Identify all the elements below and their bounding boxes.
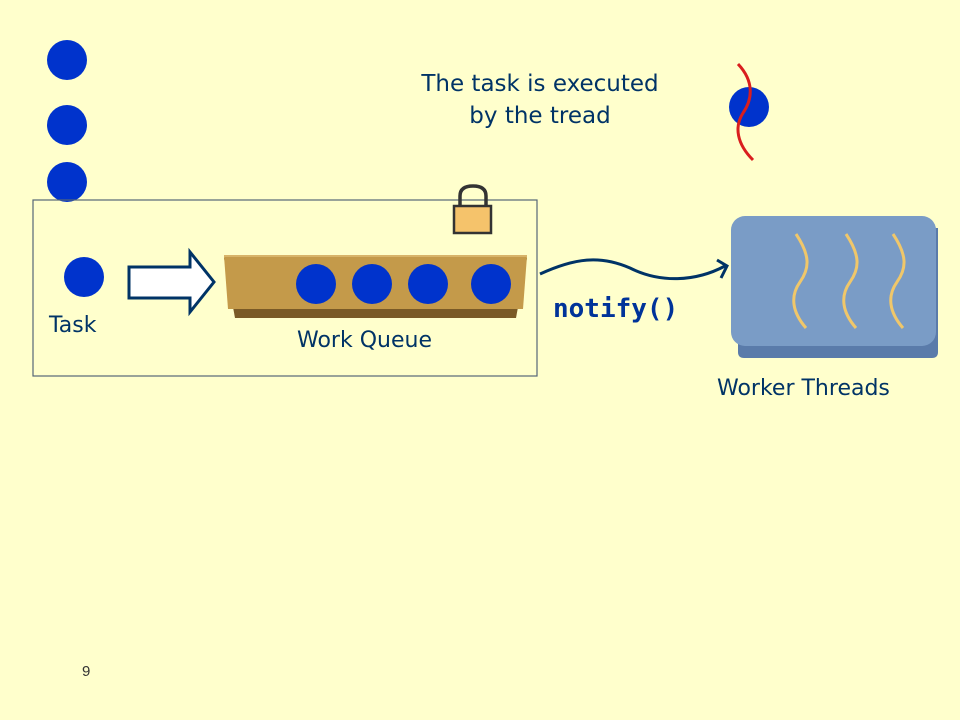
worker-thread-waves	[792, 233, 906, 329]
incoming-tasks	[47, 40, 87, 202]
incoming-task-dot	[47, 40, 87, 80]
block-arrow-right-icon	[127, 247, 216, 317]
incoming-task-dot	[47, 162, 87, 202]
queued-tasks	[296, 264, 511, 304]
page-number: 9	[82, 663, 91, 680]
notify-label: notify()	[553, 294, 679, 324]
notify-arrowhead-icon	[716, 258, 729, 279]
worker-thread-wave	[842, 233, 859, 329]
worker-threads-box	[731, 216, 938, 358]
queued-task-dot	[352, 264, 392, 304]
notify-signal-curve	[539, 258, 726, 281]
caption-line-2: by the tread	[469, 103, 611, 129]
worker-thread-wave	[792, 233, 809, 329]
work-queue-label: Work Queue	[297, 328, 432, 353]
task-dot	[64, 257, 104, 297]
incoming-task-dot	[47, 105, 87, 145]
caption-line-1: The task is executed	[421, 71, 659, 97]
executing-thread-wave	[736, 62, 755, 162]
thread-pool-boundary	[32, 199, 538, 377]
queued-task-dot	[408, 264, 448, 304]
worker-threads-label: Worker Threads	[717, 376, 890, 401]
worker-thread-wave	[889, 233, 906, 329]
execution-caption: The task is executed by the tread	[395, 68, 685, 132]
queued-task-dot	[296, 264, 336, 304]
task-label: Task	[49, 313, 97, 338]
executing-task-dot	[729, 87, 769, 127]
queued-task-dot	[471, 264, 511, 304]
padlock-icon	[452, 184, 493, 235]
